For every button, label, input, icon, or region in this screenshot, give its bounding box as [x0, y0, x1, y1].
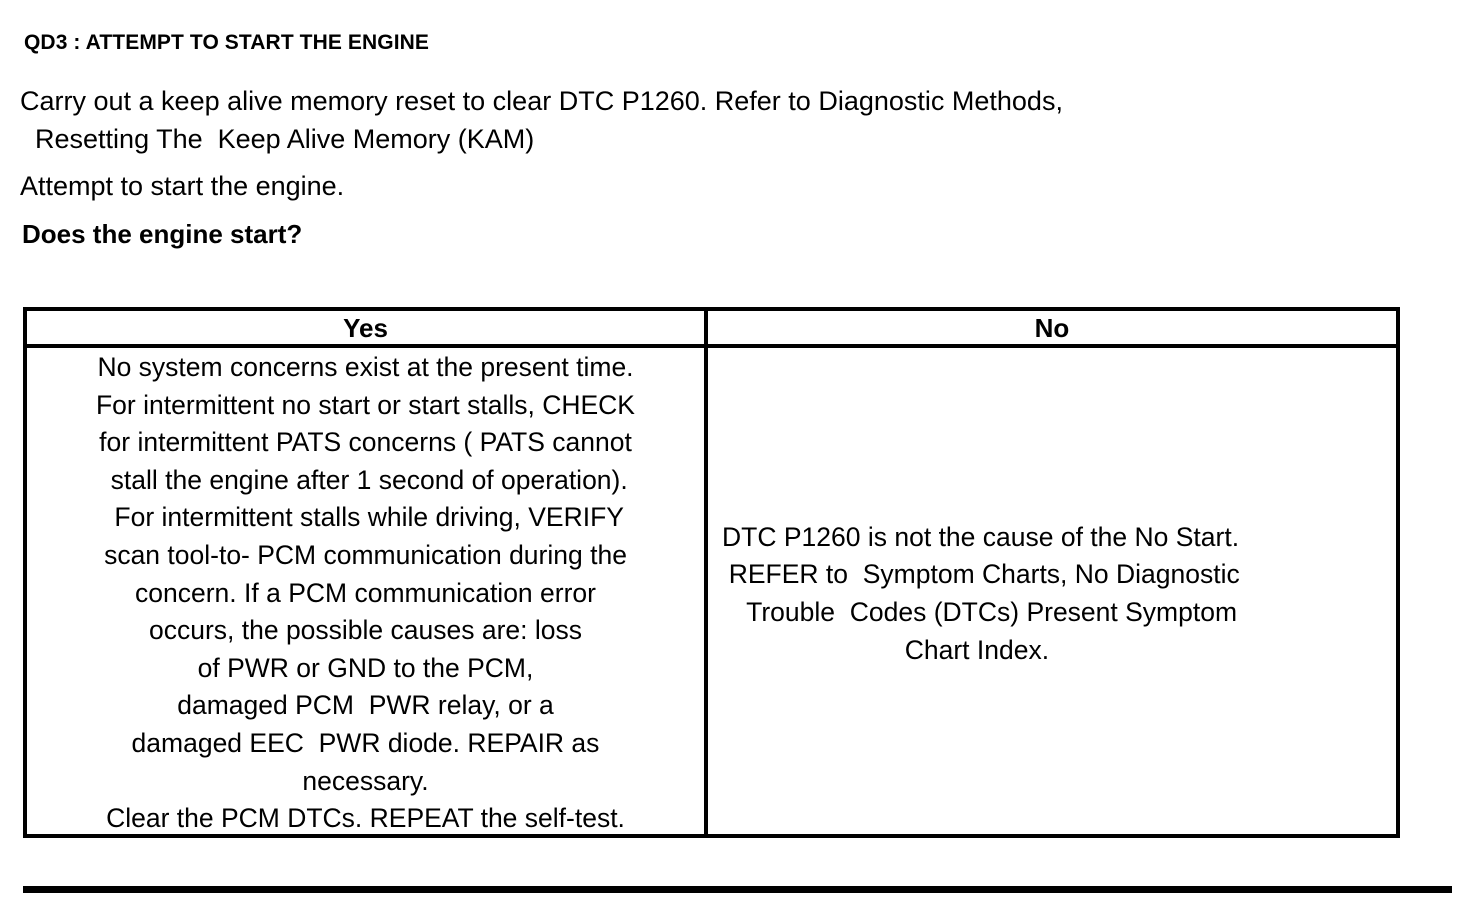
bottom-divider [23, 886, 1452, 893]
intro-paragraph-1: Carry out a keep alive memory reset to c… [20, 86, 1063, 154]
decision-table: Yes No No system concerns exist at the p… [23, 307, 1400, 838]
intro-paragraph-2: Attempt to start the engine. [20, 171, 345, 201]
table-cell-yes: No system concerns exist at the present … [27, 348, 708, 834]
table-header-yes: Yes [27, 311, 708, 344]
intro-question: Does the engine start? [22, 219, 303, 249]
table-row: No system concerns exist at the present … [27, 348, 1396, 834]
page-title: QD3 : ATTEMPT TO START THE ENGINE [24, 31, 430, 54]
table-cell-no: DTC P1260 is not the cause of the No Sta… [708, 348, 1396, 834]
no-cell-text: DTC P1260 is not the cause of the No Sta… [722, 521, 1240, 665]
intro-block: Carry out a keep alive memory reset to c… [20, 82, 1420, 253]
table-header-row: Yes No [27, 311, 1396, 348]
yes-cell-text: No system concerns exist at the present … [96, 352, 635, 834]
table-header-no: No [1034, 312, 1070, 343]
